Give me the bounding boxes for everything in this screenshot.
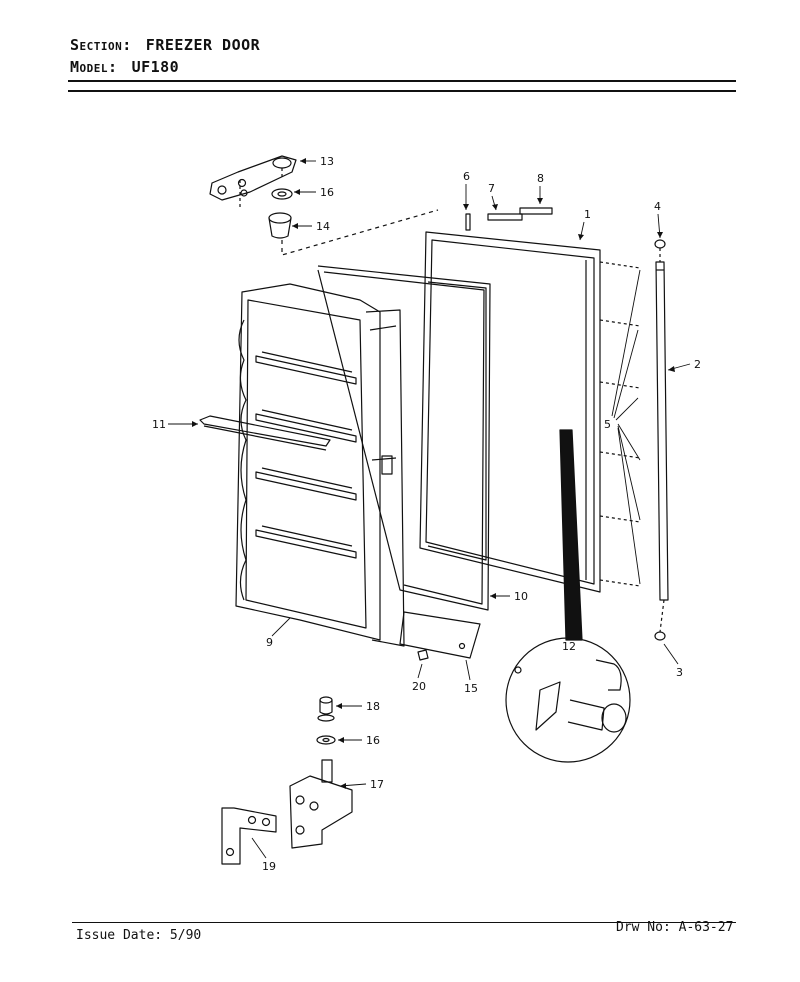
- bottom-washer-part: [316, 735, 336, 745]
- issue-date: Issue Date: 5/90: [76, 928, 202, 943]
- pin-part: [465, 213, 471, 231]
- callout-5: 5: [604, 418, 611, 431]
- callout-13: 13: [320, 155, 334, 168]
- callout-17: 17: [370, 778, 384, 791]
- callout-4: 4: [654, 200, 661, 213]
- callout-18: 18: [366, 700, 380, 713]
- hinge-strip-part: [655, 261, 669, 601]
- drawing-number: Drw No: A-63-27: [616, 920, 734, 935]
- small-strip-part: [519, 207, 553, 215]
- callout-15: 15: [464, 682, 478, 695]
- section-line: Section: FREEZER DOOR: [70, 36, 260, 54]
- bottom-hinge-bracket-part: [289, 759, 353, 849]
- callout-20: 20: [412, 680, 426, 693]
- callout-12: 12: [562, 640, 576, 653]
- header-rule-top: [68, 80, 736, 82]
- callout-1: 1: [584, 208, 591, 221]
- shelf-bar-part: [199, 415, 331, 451]
- top-hinge-part: [209, 155, 297, 210]
- model-label: Model:: [70, 58, 118, 76]
- top-washer-part: [271, 188, 293, 200]
- callout-9: 9: [266, 636, 273, 649]
- callout-3: 3: [676, 666, 683, 679]
- callout-7: 7: [488, 182, 495, 195]
- header-rule-bottom: [68, 90, 736, 92]
- section-value: FREEZER DOOR: [145, 36, 261, 54]
- clip-part: [417, 649, 429, 661]
- arrowheads: [192, 158, 675, 789]
- callout-14: 14: [316, 220, 330, 233]
- outer-door-panel: [419, 231, 601, 593]
- top-bushing-part: [268, 212, 292, 239]
- inner-door-liner: [235, 283, 405, 647]
- callout-6: 6: [463, 170, 470, 183]
- callout-10: 10: [514, 590, 528, 603]
- callout-8: 8: [537, 172, 544, 185]
- section-label: Section:: [70, 36, 132, 54]
- bottom-screw-part: [654, 631, 666, 641]
- model-line: Model: UF180: [70, 58, 179, 76]
- callout-11: 11: [152, 418, 166, 431]
- bottom-hinge-pin-part: [317, 696, 335, 722]
- callout-19: 19: [262, 860, 276, 873]
- callout-2: 2: [694, 358, 701, 371]
- bottom-trim-part: [399, 611, 481, 659]
- trim-strip-part: [487, 213, 523, 221]
- model-value: UF180: [131, 58, 180, 76]
- footer-rule: [72, 922, 736, 923]
- callout-16-bottom: 16: [366, 734, 380, 747]
- top-screw-part: [654, 239, 666, 249]
- door-gasket: [317, 265, 491, 611]
- callout-16-top: 16: [320, 186, 334, 199]
- lock-detail-circle: [505, 429, 631, 763]
- shim-plate-part: [221, 807, 277, 865]
